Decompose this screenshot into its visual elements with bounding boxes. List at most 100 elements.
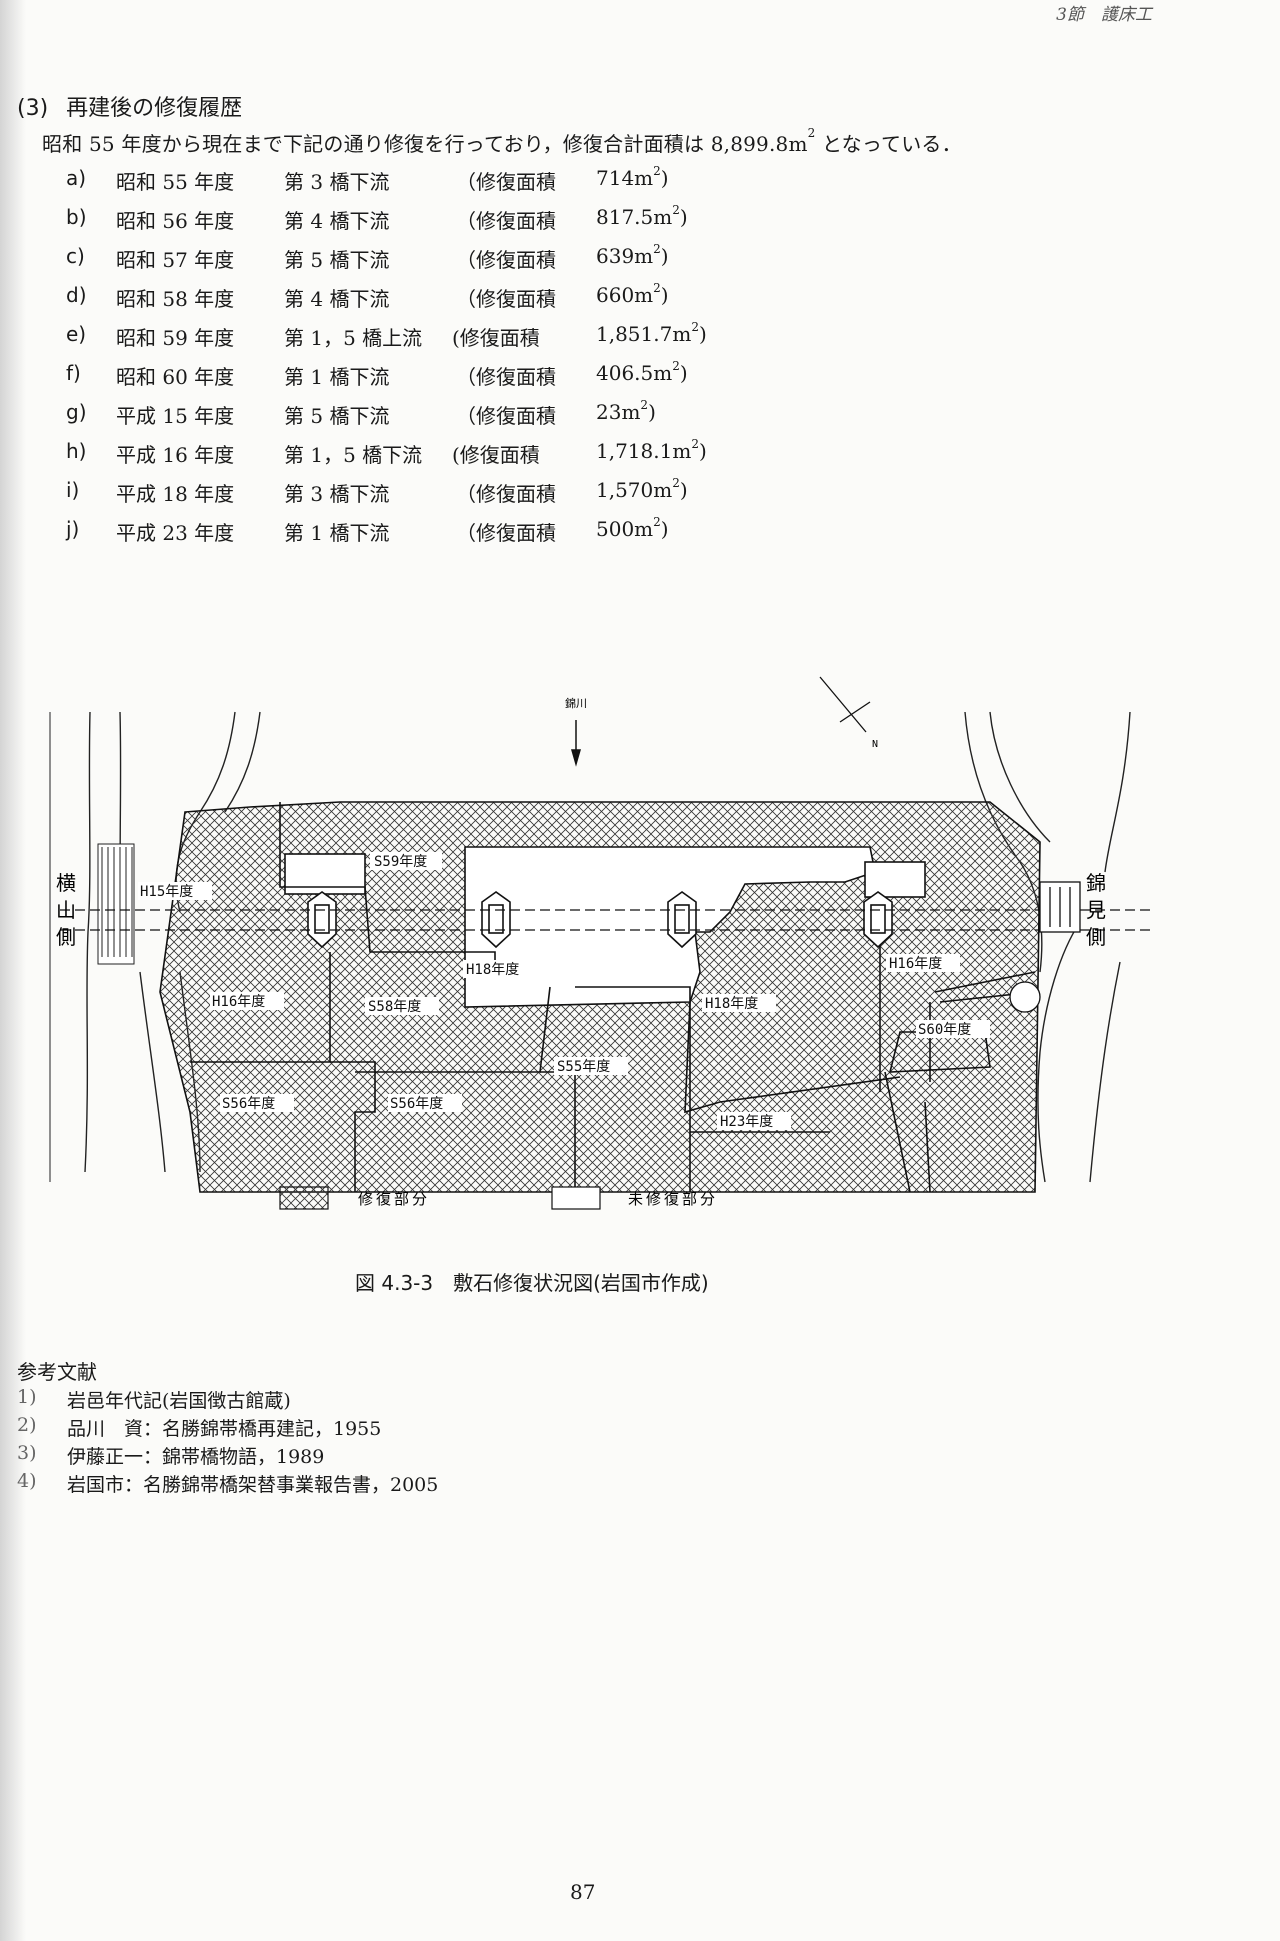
item-area-label: （修復面積 xyxy=(456,248,556,272)
item-year: 昭和 59 年度 xyxy=(116,326,235,350)
bridge-piers xyxy=(307,891,893,949)
zone-label-h18b: H18年度 xyxy=(705,996,758,1012)
running-header: 3節 護床工 xyxy=(1056,5,1152,25)
item-year: 平成 23 年度 xyxy=(116,521,235,545)
right-side-label: 錦 見 側 xyxy=(1086,871,1106,949)
zone-label-s58: S58年度 xyxy=(368,999,421,1015)
flow-arrow-icon xyxy=(571,720,581,767)
item-year: 平成 16 年度 xyxy=(116,443,235,467)
item-letter: j) xyxy=(66,517,80,541)
item-bridge: 第 1 橋下流 xyxy=(284,365,390,389)
legend: 修復部分 未修復部分 xyxy=(279,1186,718,1210)
zone-label-s56-left: S56年度 xyxy=(222,1096,275,1112)
item-letter: g) xyxy=(66,400,87,424)
item-letter: d) xyxy=(66,283,87,307)
item-letter: f) xyxy=(66,361,81,385)
item-value: 639m2) xyxy=(596,242,669,268)
item-letter: b) xyxy=(66,205,87,229)
item-value: 500m2) xyxy=(596,515,669,541)
left-side-label: 横 山 側 xyxy=(56,871,76,949)
svg-text:見: 見 xyxy=(1086,898,1106,922)
zone-label-h23: H23年度 xyxy=(720,1114,773,1130)
item-bridge: 第 4 橋下流 xyxy=(284,209,390,233)
page-edge-shadow xyxy=(0,0,26,1941)
figure-caption-text: 敷石修復状況図(岩国市作成) xyxy=(453,1271,709,1295)
intro-superscript: 2 xyxy=(807,126,816,140)
item-bridge: 第 3 橋下流 xyxy=(284,170,390,194)
item-bridge: 第 1，5 橋上流 xyxy=(284,326,423,350)
svg-text:横: 横 xyxy=(56,871,76,895)
section-title: 再建後の修復履歴 xyxy=(66,96,243,121)
item-area-label: （修復面積 xyxy=(456,404,556,428)
item-bridge: 第 1，5 橋下流 xyxy=(284,443,423,467)
item-year: 昭和 57 年度 xyxy=(116,248,235,272)
item-year: 昭和 55 年度 xyxy=(116,170,235,194)
item-value: 406.5m2) xyxy=(596,359,688,385)
item-bridge: 第 5 橋下流 xyxy=(284,248,390,272)
section-number: (3) xyxy=(17,96,49,121)
intro-text: 昭和 55 年度から現在まで下記の通り修復を行っており，修復合計面積は 8,89… xyxy=(42,132,808,156)
right-abutment xyxy=(1009,881,1081,1013)
item-year: 平成 18 年度 xyxy=(116,482,235,506)
item-value: 660m2) xyxy=(596,281,669,307)
item-letter: i) xyxy=(66,478,80,502)
figure-number: 図 4.3-3 xyxy=(355,1271,434,1295)
item-year: 昭和 60 年度 xyxy=(116,365,235,389)
item-year: 平成 15 年度 xyxy=(116,404,235,428)
references-heading: 参考文献 xyxy=(17,1360,97,1384)
item-bridge: 第 1 橋下流 xyxy=(284,521,390,545)
zone-label-h16-right: H16年度 xyxy=(889,956,942,972)
svg-text:山: 山 xyxy=(56,898,76,922)
item-year: 昭和 56 年度 xyxy=(116,209,235,233)
legend-swatch-unrepaired xyxy=(551,1186,601,1210)
item-bridge: 第 5 橋下流 xyxy=(284,404,390,428)
zone-label-h16-left: H16年度 xyxy=(212,994,265,1010)
item-area-label: (修復面積 xyxy=(452,443,540,467)
repair-map-svg: 錦川 N 横 山 側 錦 見 側 S59年度 H15年度 H18年度 H16年度… xyxy=(49,676,1150,1210)
bridge-axis xyxy=(60,909,1150,931)
north-label: N xyxy=(872,739,878,750)
zone-label-s56-right: S56年度 xyxy=(390,1096,443,1112)
left-steps xyxy=(97,843,135,965)
zone-label-h18a: H18年度 xyxy=(466,962,519,978)
intro-text-end: となっている． xyxy=(815,132,962,156)
legend-swatch-repaired xyxy=(279,1186,329,1210)
item-letter: c) xyxy=(66,244,85,268)
item-year: 昭和 58 年度 xyxy=(116,287,235,311)
figure-caption: 図 4.3-3 敷石修復状況図(岩国市作成) xyxy=(355,1267,709,1296)
item-bridge: 第 3 橋下流 xyxy=(284,482,390,506)
svg-text:側: 側 xyxy=(56,925,76,949)
item-area-label: （修復面積 xyxy=(456,287,556,311)
zone-label-h15: H15年度 xyxy=(140,884,193,900)
zone-labels: S59年度 H15年度 H18年度 H16年度 S58年度 H18年度 H16年… xyxy=(138,852,990,1130)
item-area-label: （修復面積 xyxy=(456,170,556,194)
svg-text:錦: 錦 xyxy=(1086,871,1106,895)
item-letter: a) xyxy=(66,166,87,190)
item-area-label: （修復面積 xyxy=(456,209,556,233)
river-label: 錦川 xyxy=(565,696,587,710)
page-number: 87 xyxy=(570,1880,596,1904)
item-value: 23m2) xyxy=(596,398,656,424)
zone-label-s59: S59年度 xyxy=(374,854,427,870)
legend-label-unrepaired: 未修復部分 xyxy=(628,1190,718,1208)
north-arrow-icon xyxy=(819,676,871,733)
intro-paragraph: 昭和 55 年度から現在まで下記の通り修復を行っており，修復合計面積は 8,89… xyxy=(42,126,962,157)
zone-label-s60: S60年度 xyxy=(918,1022,971,1038)
item-bridge: 第 4 橋下流 xyxy=(284,287,390,311)
item-area-label: (修復面積 xyxy=(452,326,540,350)
legend-label-repaired: 修復部分 xyxy=(358,1190,430,1208)
item-area-label: （修復面積 xyxy=(456,365,556,389)
repair-map-figure: 錦川 N 横 山 側 錦 見 側 S59年度 H15年度 H18年度 H16年度… xyxy=(30,672,1160,1236)
item-letter: h) xyxy=(66,439,87,463)
item-value: 1,718.1m2) xyxy=(596,437,707,463)
section-heading: (3) 再建後の修復履歴 xyxy=(17,90,242,122)
svg-text:側: 側 xyxy=(1086,925,1106,949)
zone-label-s55: S55年度 xyxy=(557,1059,610,1075)
item-area-label: （修復面積 xyxy=(456,482,556,506)
item-value: 1,570m2) xyxy=(596,476,688,502)
item-area-label: （修復面積 xyxy=(456,521,556,545)
item-value: 1,851.7m2) xyxy=(596,320,707,346)
item-letter: e) xyxy=(66,322,87,346)
item-value: 714m2) xyxy=(596,164,669,190)
item-value: 817.5m2) xyxy=(596,203,688,229)
